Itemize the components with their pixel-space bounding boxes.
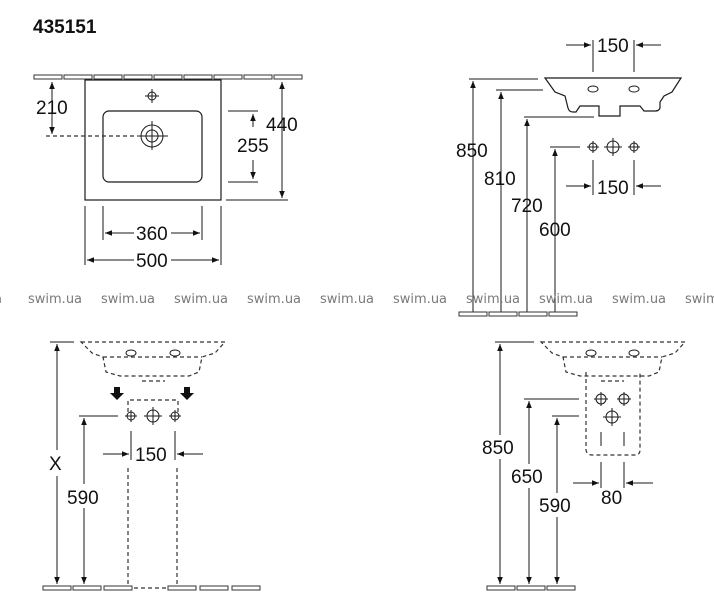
- dim-overall-width: 500: [136, 251, 168, 272]
- watermark: swim.ua: [247, 292, 301, 307]
- watermark: swim: [685, 292, 714, 307]
- dim-tap-spacing-top: 150: [597, 36, 629, 57]
- floor-tiles: [42, 585, 261, 591]
- supply-points-icon: [587, 138, 640, 156]
- dim-height-variable: X: [49, 454, 62, 475]
- bowl-outline: [102, 110, 203, 183]
- dim-supply-spacing: 150: [597, 178, 629, 199]
- dim-basin-width: 360: [136, 224, 168, 245]
- dim-height-supply: 600: [539, 220, 571, 241]
- dim-height-trap: 720: [511, 196, 543, 217]
- drain-icon: [137, 121, 168, 150]
- supply-points-icon: [125, 407, 181, 425]
- dim-supply-spacing: 150: [135, 445, 167, 466]
- watermark: swim.ua: [174, 292, 228, 307]
- watermark: swim.ua: [612, 292, 666, 307]
- dim-supply-spacing: 80: [601, 488, 622, 509]
- basin-profile: [543, 77, 683, 117]
- down-arrow-icon: [180, 387, 194, 400]
- watermark: a: [0, 292, 2, 307]
- dim-height-supply: 590: [67, 488, 99, 509]
- watermark: swim.ua: [28, 292, 82, 307]
- product-code: 435151: [33, 17, 97, 38]
- dim-basin-depth: 255: [237, 136, 269, 157]
- dim-height-upper-supply: 650: [511, 467, 543, 488]
- dim-height-underside: 810: [484, 169, 516, 190]
- basin-outline: [84, 79, 222, 201]
- dim-overall-depth: 440: [266, 115, 298, 136]
- dim-height-rim: 850: [482, 438, 514, 459]
- dim-tap-hole-from-wall: 210: [36, 98, 68, 119]
- watermark: swim.ua: [101, 292, 155, 307]
- watermark: swim.ua: [466, 292, 520, 307]
- tap-hole-icon: [145, 89, 159, 103]
- watermark-row: a swim.ua swim.ua swim.ua swim.ua swim.u…: [0, 292, 714, 307]
- down-arrow-icon: [110, 387, 124, 400]
- wall-tiles: [33, 74, 303, 80]
- dim-height-rim: 850: [456, 141, 488, 162]
- dim-height-waste: 590: [539, 496, 571, 517]
- watermark: swim.ua: [539, 292, 593, 307]
- top-view: 210 255 440 360 500: [33, 74, 303, 272]
- floor-tiles: [458, 311, 578, 317]
- side-view: 150 150 850 810 720 600: [456, 36, 683, 317]
- pedestal-view: 150 X 590: [42, 341, 261, 591]
- floor-tiles: [486, 585, 576, 591]
- semi-pedestal-view: 80 850 650 590: [481, 341, 687, 591]
- supply-points-icon: [594, 392, 631, 426]
- watermark: swim.ua: [393, 292, 447, 307]
- watermark: swim.ua: [320, 292, 374, 307]
